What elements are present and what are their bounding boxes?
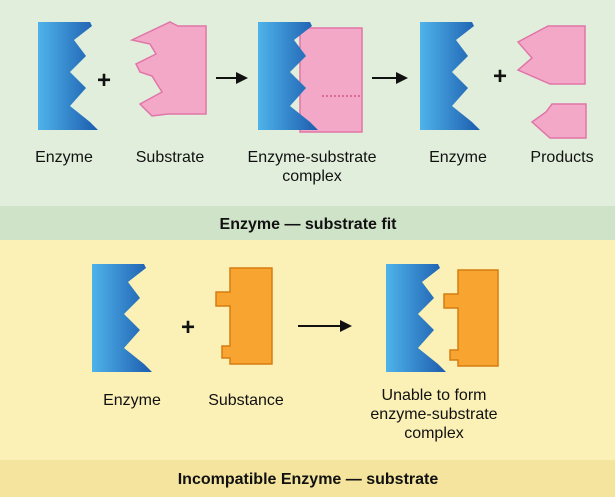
label-complex-line2: complex xyxy=(282,168,342,185)
plus-sign-products: + xyxy=(493,63,507,90)
caption-incompatible: Incompatible Enzyme — substrate xyxy=(178,471,439,488)
plus-sign: + xyxy=(97,67,111,94)
label-enzyme-bottom: Enzyme xyxy=(103,392,161,409)
bottom-caption-band xyxy=(0,460,615,497)
label-enzyme-after: Enzyme xyxy=(429,149,487,166)
failed-complex-substance-shape xyxy=(443,269,499,367)
reaction-arrow-2 xyxy=(372,72,408,84)
product-shape-1 xyxy=(516,25,586,85)
caption-fit: Enzyme — substrate fit xyxy=(220,216,398,233)
label-complex-line1: Enzyme-substrate xyxy=(248,149,377,166)
reaction-arrow-1 xyxy=(216,72,248,84)
label-enzyme: Enzyme xyxy=(35,149,93,166)
complex-substrate-shape xyxy=(299,27,363,133)
label-products: Products xyxy=(530,149,593,166)
plus-sign-bottom: + xyxy=(181,314,195,341)
top-caption-band xyxy=(0,206,615,240)
reaction-arrow-3 xyxy=(298,320,352,332)
label-unable-line3: complex xyxy=(404,425,464,442)
product-shape-2 xyxy=(530,103,587,139)
failed-complex xyxy=(386,264,499,372)
substrate-shape xyxy=(129,21,207,117)
label-substrate: Substrate xyxy=(136,149,205,166)
enzyme-substrate-complex xyxy=(258,22,363,133)
label-unable-line2: enzyme-substrate xyxy=(370,406,497,423)
label-substance: Substance xyxy=(208,392,284,409)
substance-shape xyxy=(215,267,273,365)
label-unable-line1: Unable to form xyxy=(382,387,487,404)
